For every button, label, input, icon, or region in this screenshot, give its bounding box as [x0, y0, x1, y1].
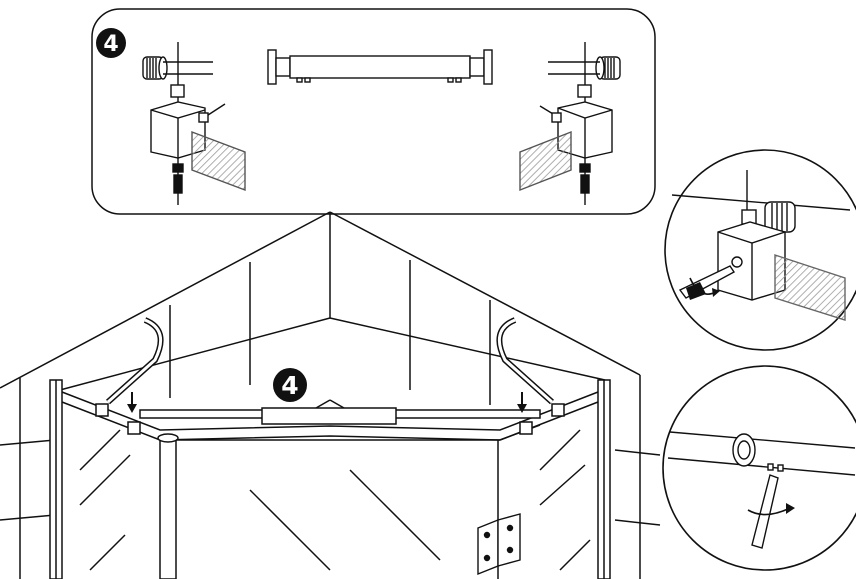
- support-rod: [267, 49, 493, 85]
- down-arrow-icon: [127, 392, 137, 413]
- shower-enclosure: [0, 211, 661, 579]
- screwdriver-icon: [678, 265, 736, 300]
- detail-circle-rod-screw: [662, 365, 856, 571]
- hinge-icon: [477, 513, 521, 576]
- down-arrow-icon-right: [517, 392, 527, 413]
- step-number-panel: 4: [103, 32, 118, 57]
- detail-circle-clamp: [664, 149, 856, 351]
- rotate-arrow-icon-2: [747, 507, 791, 516]
- step-badge-main: 4: [273, 368, 307, 402]
- right-knob-assembly: [519, 42, 621, 205]
- left-knob-assembly: [142, 42, 246, 205]
- detail-panel: 4: [91, 8, 656, 215]
- step-number-main: 4: [281, 371, 298, 400]
- step-badge-panel: 4: [96, 28, 126, 58]
